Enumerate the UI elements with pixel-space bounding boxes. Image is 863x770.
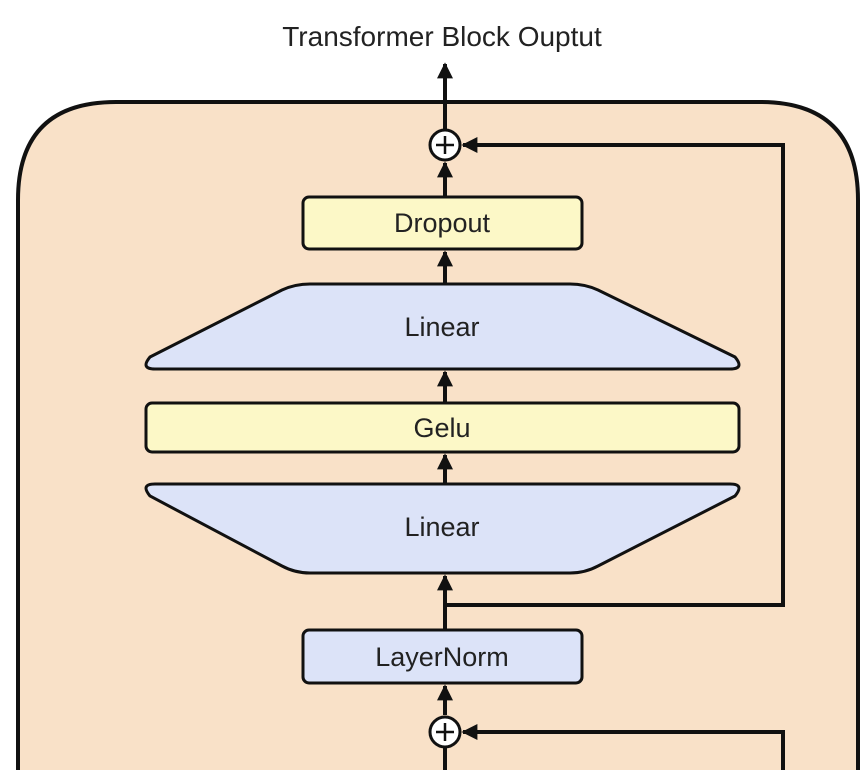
residual-add-node-top (428, 128, 462, 162)
gelu-label: Gelu (413, 413, 470, 443)
linear-bottom-label: Linear (404, 512, 479, 542)
linear-bottom-block: Linear (144, 482, 741, 575)
residual-connection-bottom (461, 724, 785, 770)
gelu-block: Gelu (144, 401, 741, 454)
block-output-title: Transformer Block Ouptut (282, 21, 602, 52)
layernorm-block: LayerNorm (301, 628, 584, 685)
dropout-label: Dropout (394, 208, 491, 238)
residual-connection-top (445, 137, 785, 607)
dropout-block: Dropout (301, 195, 584, 251)
linear-top-block: Linear (144, 282, 741, 371)
linear-top-label: Linear (404, 312, 479, 342)
residual-add-node-bottom (428, 715, 462, 749)
layernorm-label: LayerNorm (375, 642, 509, 672)
